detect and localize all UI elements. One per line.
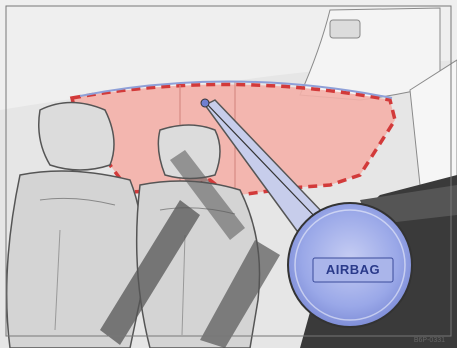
- grab-handle: [330, 20, 360, 38]
- figure-reference-code: B6P-0331: [414, 337, 445, 344]
- callout-origin-dot: [201, 99, 209, 107]
- left-headrest: [39, 103, 114, 171]
- airbag-label: AIRBAG: [313, 260, 393, 280]
